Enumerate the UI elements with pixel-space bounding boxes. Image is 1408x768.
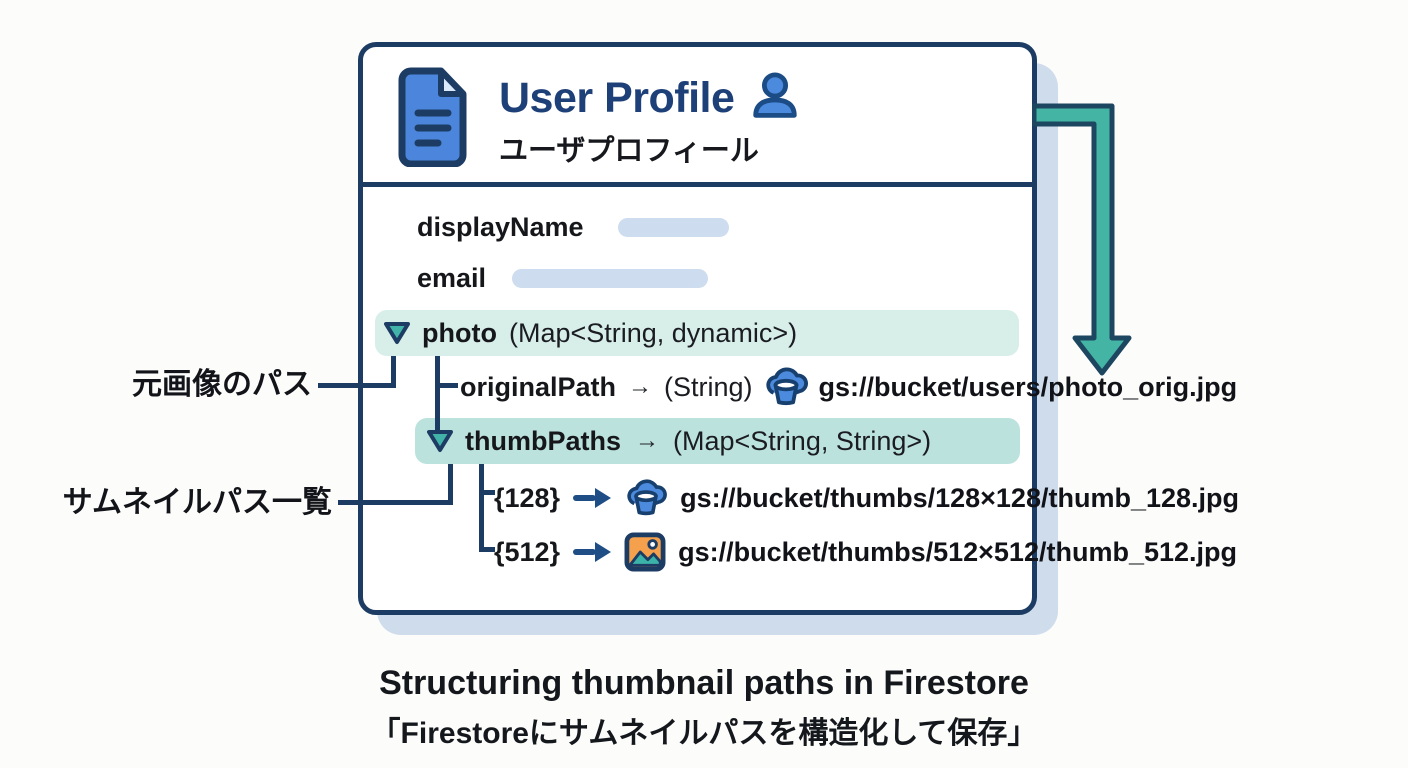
field-originalPath: originalPath (460, 372, 617, 402)
card-title: User Profile (499, 73, 735, 122)
annotation-thumb-paths: サムネイルパス一覧 (62, 486, 332, 519)
thumb-512-key: {512} (494, 537, 561, 567)
originalPath-value: gs://bucket/users/photo_orig.jpg (818, 371, 1238, 402)
flow-down-arrow-icon (1032, 96, 1136, 380)
document-icon (395, 67, 471, 167)
field-thumbPaths-row: thumbPaths → (Map<String, String>) (415, 418, 1020, 464)
tree-tick-128 (479, 490, 495, 495)
storage-bucket-icon (624, 479, 668, 517)
arrow-right-icon (572, 541, 612, 563)
annotation-line-thumbs (338, 500, 453, 505)
originalPath-type: (String) (664, 371, 753, 402)
thumb-512-value: gs://bucket/thumbs/512×512/thumb_512.jpg (678, 536, 1237, 567)
tree-line (391, 356, 396, 388)
card-subtitle: ユーザプロフィール (499, 135, 759, 167)
arrow-glyph: → (635, 427, 660, 454)
field-displayName: displayName (417, 212, 584, 242)
triangle-down-icon (384, 321, 410, 345)
arrow-glyph: → (628, 373, 653, 400)
annotation-line-original (318, 383, 396, 388)
storage-bucket-icon (763, 367, 809, 407)
annotation-original-path: 元画像のパス (132, 368, 312, 401)
thumb-128-key: {128} (494, 483, 561, 513)
photo-type: (Map<String, dynamic>) (508, 317, 798, 348)
thumb-128-row: {128} gs://bucket/thumbs/128×128/thumb_1… (494, 477, 1239, 519)
displayName-value-placeholder (618, 218, 729, 237)
header-divider (358, 182, 1037, 187)
thumb-512-row: {512} gs://bucket/thumbs/512×512/thumb_5… (494, 531, 1237, 573)
tree-tick-originalPath (435, 383, 458, 388)
triangle-down-icon (427, 429, 453, 453)
caption-ja: 「Firestoreにサムネイルパスを構造化して保存」 (370, 717, 1038, 750)
field-thumbPaths: thumbPaths (465, 426, 622, 456)
card-header: User Profile ユーザプロフィール (499, 71, 802, 169)
image-icon (624, 532, 666, 572)
tree-line (479, 464, 484, 552)
field-originalPath-row: originalPath → (String) gs://bucket/user… (460, 366, 1237, 408)
field-photo: photo (422, 318, 497, 348)
field-email: email (417, 263, 487, 293)
field-photo-row: photo (Map<String, dynamic>) (375, 310, 1019, 356)
arrow-right-icon (572, 487, 612, 509)
person-icon (748, 71, 802, 125)
tree-line (448, 464, 453, 505)
thumbPaths-type: (Map<String, String>) (673, 425, 932, 456)
caption-en: Structuring thumbnail paths in Firestore (379, 664, 1029, 702)
thumb-128-value: gs://bucket/thumbs/128×128/thumb_128.jpg (680, 482, 1239, 513)
email-value-placeholder (512, 269, 708, 288)
tree-tick-512 (479, 547, 495, 552)
tree-line (435, 356, 440, 430)
